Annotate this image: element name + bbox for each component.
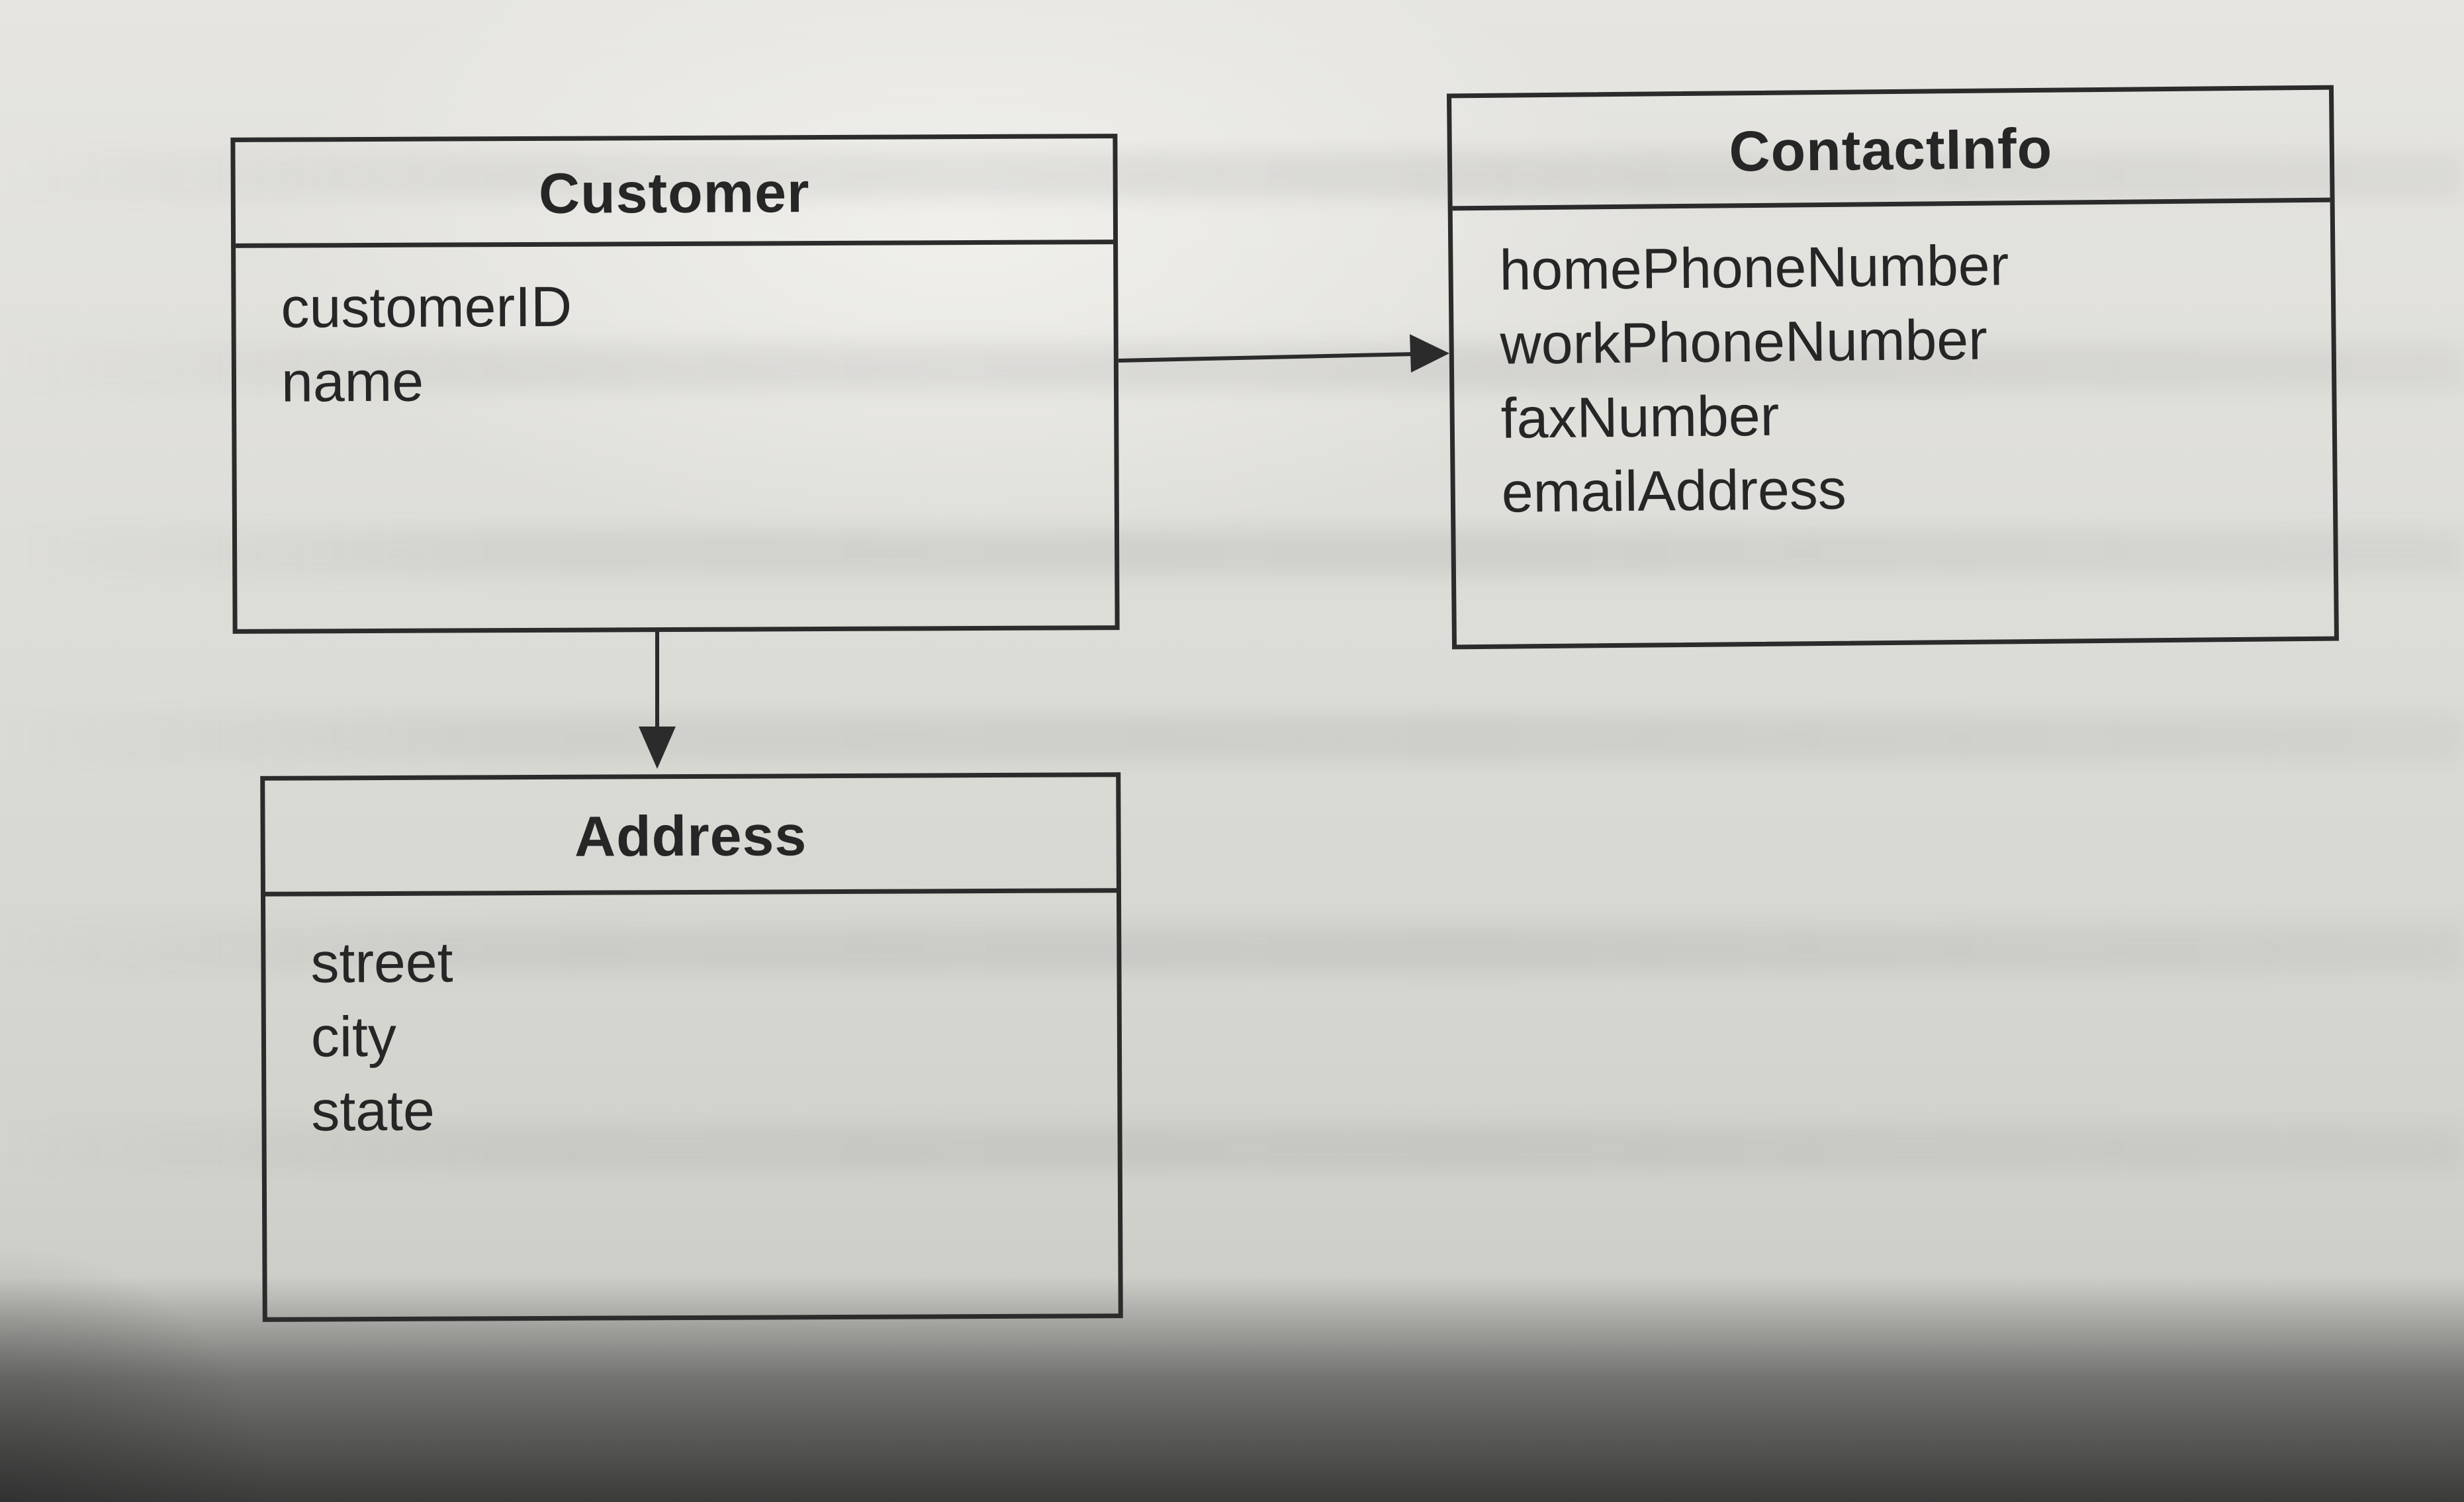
association-customer-to-address xyxy=(639,632,676,769)
arrowhead-icon xyxy=(639,727,676,769)
bleed-through-text-row xyxy=(0,715,2464,761)
page-shadow-bottom xyxy=(0,1277,2464,1502)
association-line xyxy=(1118,352,1417,363)
bleed-through-text-row xyxy=(0,344,2464,390)
bleed-through-text-row xyxy=(0,1125,2464,1171)
bleed-through-text-row xyxy=(0,152,2464,199)
bleed-through-text-row xyxy=(0,529,2464,576)
association-customer-to-contactinfo xyxy=(1118,334,1449,373)
bleed-through-text-row xyxy=(0,926,2464,973)
arrowhead-icon xyxy=(1410,334,1449,373)
